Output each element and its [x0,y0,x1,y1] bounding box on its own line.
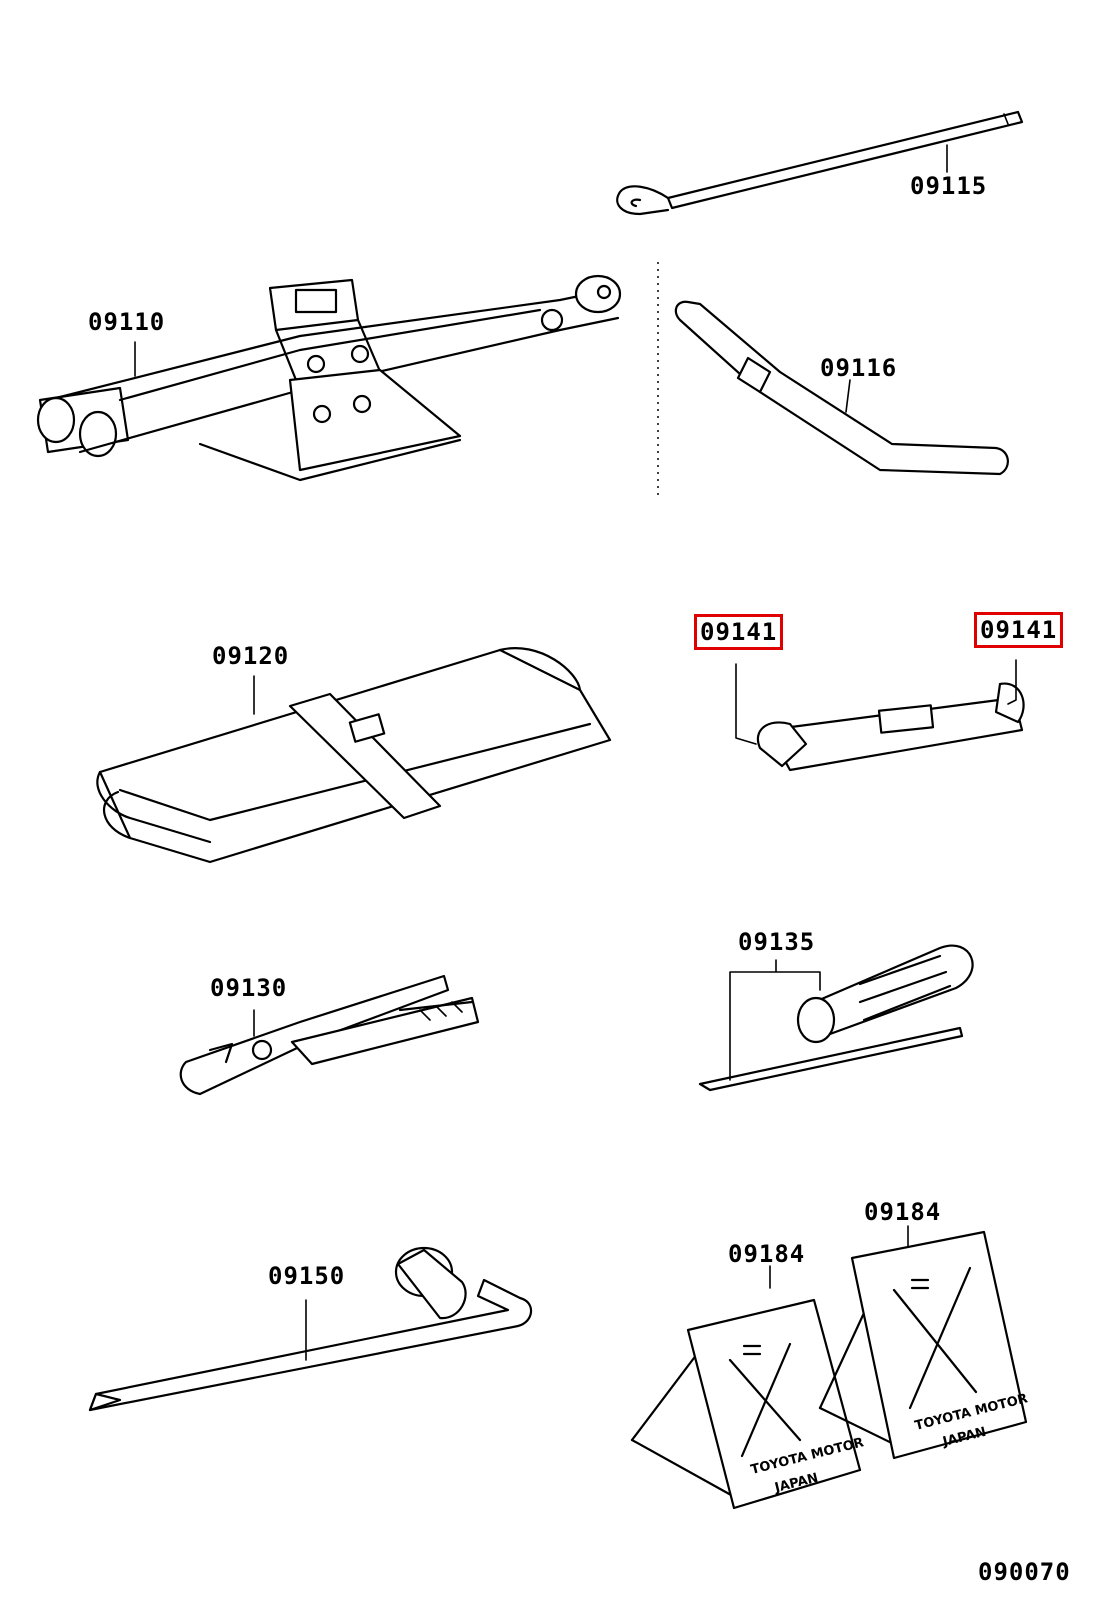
lug-wrench-09150 [88,1246,533,1412]
jack-handle-09116 [674,300,1009,476]
figure-id: 090070 [978,1558,1071,1586]
part-label-09184-left[interactable]: 09184 [728,1240,806,1268]
part-label-09120[interactable]: 09120 [212,642,290,670]
part-label-09135[interactable]: 09135 [738,928,816,956]
part-label-09110[interactable]: 09110 [88,308,166,336]
pliers-09130 [179,974,480,1096]
part-label-09150[interactable]: 09150 [268,1262,346,1290]
part-label-09116[interactable]: 09116 [820,354,898,382]
screwdriver-09135 [698,944,974,1092]
part-label-09130[interactable]: 09130 [210,974,288,1002]
scissor-jack-09110 [36,274,622,482]
part-label-09141-right[interactable]: 09141 [973,612,1064,648]
part-label-09141-left[interactable]: 09141 [693,614,784,650]
part-label-09184-right[interactable]: 09184 [864,1198,942,1226]
wheel-chock-09184-left: TOYOTA MOTOR JAPAN [630,1265,865,1510]
hook-wrench-09115 [616,110,1024,216]
part-label-09115[interactable]: 09115 [910,172,988,200]
tool-bag-09120 [96,647,612,864]
wrench-09141 [735,659,1025,772]
wheel-chock-09184-right: TOYOTA MOTOR JAPAN [818,1225,1029,1460]
